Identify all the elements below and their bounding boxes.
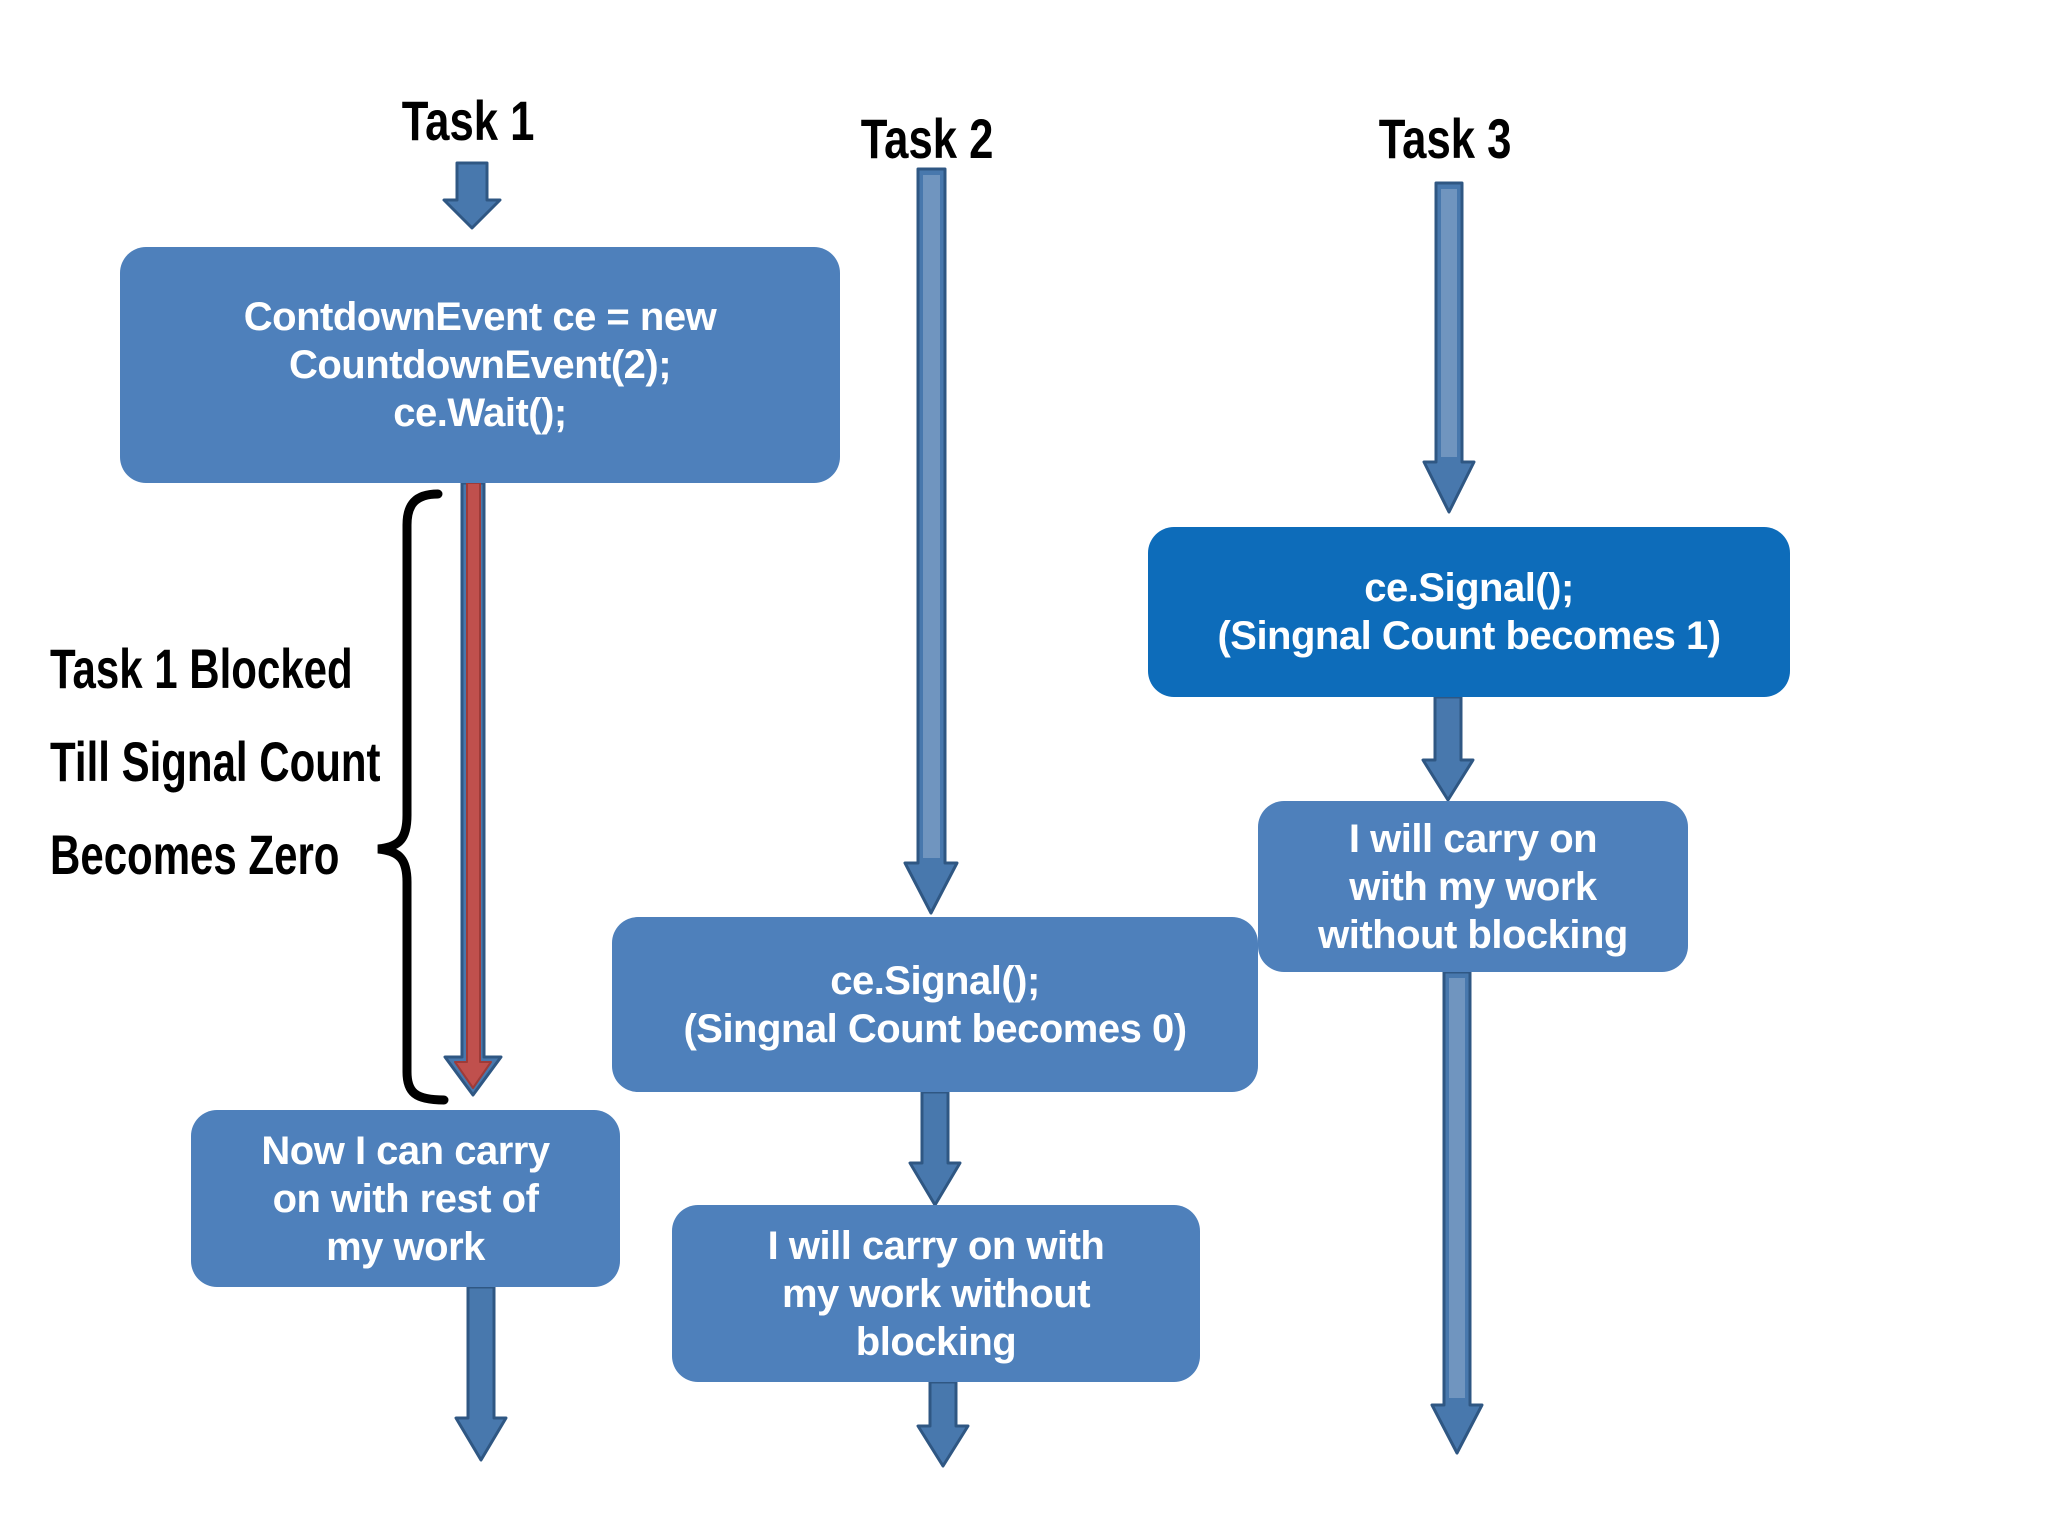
box-text-line: with my work [1349, 864, 1597, 909]
task1-down-arrow-icon [442, 161, 502, 230]
box-text-line: on with rest of [272, 1176, 539, 1221]
curly-brace-icon [377, 489, 449, 1105]
box-text-line: ce.Signal(); [830, 958, 1040, 1003]
task1-code-box: ContdownEvent ce = new CountdownEvent(2)… [120, 247, 840, 483]
task3-header: Task 3 [1295, 106, 1595, 171]
task3-bottom-long-arrow-icon [1430, 970, 1484, 1455]
blocked-annotation: Task 1 Blocked Till Signal Count Becomes… [50, 622, 381, 901]
task1-blocked-red-bar-icon [454, 482, 492, 1089]
annotation-line: Becomes Zero [50, 823, 340, 886]
task1-header: Task 1 [318, 88, 618, 153]
box-text-line: my work [326, 1224, 485, 1269]
box-text-line: I will carry on with [767, 1223, 1105, 1268]
task3-bottom-long-arrow-bevel [1449, 978, 1465, 1398]
box-text-line: blocking [855, 1319, 1017, 1364]
box-text-line: CountdownEvent(2); [288, 343, 672, 387]
task1-header-label: Task 1 [401, 89, 535, 152]
task3-long-down-arrow-bevel [1441, 189, 1457, 457]
task3-header-label: Task 3 [1378, 107, 1512, 170]
task2-result-box: I will carry on with my work without blo… [672, 1205, 1200, 1382]
box-text-line: (Singnal Count becomes 1) [1217, 614, 1721, 658]
box-text-line: ContdownEvent ce = new [243, 295, 717, 339]
box-text-line: Now I can carry [261, 1128, 550, 1173]
box-text-line: ce.Wait(); [393, 391, 567, 435]
task1-bottom-arrow-icon [454, 1285, 508, 1462]
task2-bottom-arrow-icon [916, 1380, 970, 1468]
box-text-line: my work without [781, 1271, 1091, 1316]
annotation-line: Task 1 Blocked [50, 637, 353, 700]
task3-mid-arrow-icon [1421, 695, 1475, 802]
task2-signal-box: ce.Signal(); (Singnal Count becomes 0) [612, 917, 1258, 1092]
task2-mid-arrow-icon [908, 1090, 962, 1207]
box-text-line: I will carry on [1348, 816, 1598, 861]
box-text-line: ce.Signal(); [1364, 566, 1574, 610]
task2-header-label: Task 2 [860, 107, 994, 170]
task3-long-down-arrow-icon [1422, 181, 1476, 514]
task1-result-box: Now I can carry on with rest of my work [191, 1110, 620, 1287]
task2-header: Task 2 [777, 106, 1077, 171]
box-text-line: (Singnal Count becomes 0) [683, 1006, 1187, 1051]
task3-signal-box: ce.Signal(); (Singnal Count becomes 1) [1148, 527, 1790, 697]
annotation-line: Till Signal Count [50, 730, 381, 793]
task2-long-down-arrow-bevel [923, 175, 940, 858]
task3-result-box: I will carry on with my work without blo… [1258, 801, 1688, 972]
task2-long-down-arrow-icon [903, 167, 959, 915]
box-text-line: without blocking [1318, 912, 1628, 957]
